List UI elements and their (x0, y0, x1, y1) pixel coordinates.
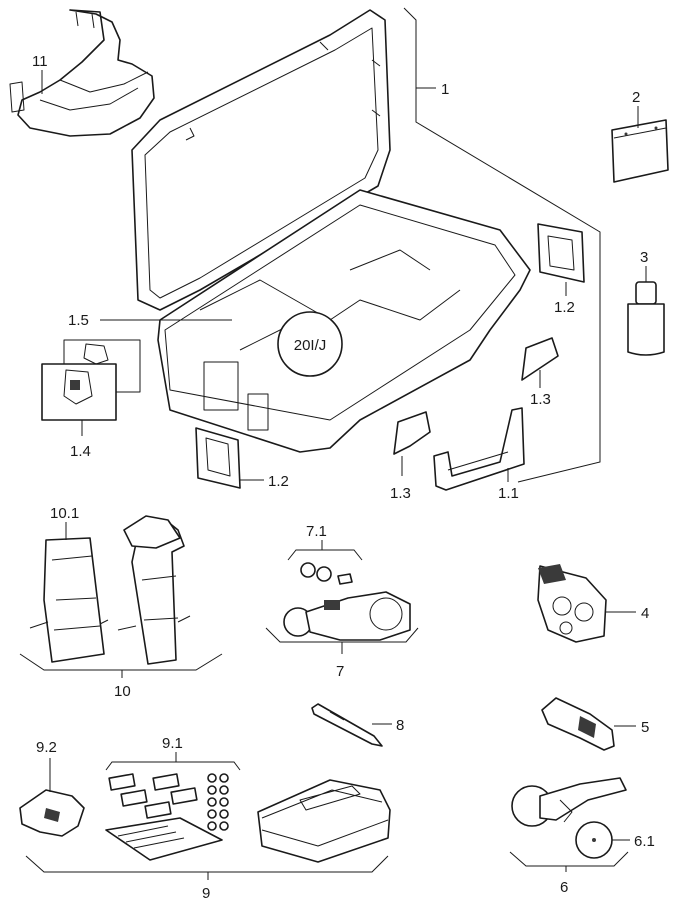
part-1-2-side-plate-lower (195, 427, 241, 489)
label-4: 4 (641, 605, 649, 622)
part-9-1-insert-set (105, 773, 229, 861)
part-1-4-latches (41, 339, 141, 421)
part-10-bags (29, 515, 191, 665)
label-10-1: 10.1 (50, 505, 79, 522)
part-1-3-hinge-right (521, 337, 559, 381)
part-8-marker-pen (311, 703, 383, 747)
label-1-2-upper: 1.2 (554, 299, 575, 316)
label-11: 11 (32, 53, 48, 70)
label-7: 7 (336, 663, 344, 680)
label-5: 5 (641, 719, 649, 736)
part-4-press-jaw (537, 564, 607, 643)
label-1-2-lower: 1.2 (268, 473, 289, 490)
part-1-3-hinge-left (393, 411, 431, 455)
part-11-carrying-strap (9, 9, 155, 137)
part-9-storage-box (257, 779, 391, 863)
label-1-3-right: 1.3 (530, 391, 551, 408)
label-8: 8 (396, 717, 404, 734)
part-7-pipe-cutter (283, 562, 411, 641)
label-7-1: 7.1 (306, 523, 327, 540)
label-9-2: 9.2 (36, 739, 57, 756)
label-1: 1 (441, 81, 449, 98)
part-2-label-card (611, 119, 669, 183)
part-6-pipe-shears (511, 777, 627, 827)
case-badge: 20I/J (294, 337, 327, 354)
part-6-1-blade (575, 821, 613, 859)
part-1-case: 20I/J (131, 9, 531, 453)
part-9-2-jaw-insert (19, 789, 85, 837)
label-6: 6 (560, 879, 568, 896)
label-1-3-left: 1.3 (390, 485, 411, 502)
label-9-1: 9.1 (162, 735, 183, 752)
label-1-1: 1.1 (498, 485, 519, 502)
label-9: 9 (202, 885, 210, 900)
label-3: 3 (640, 249, 648, 266)
label-1-4: 1.4 (70, 443, 91, 460)
part-1-2-side-plate-upper (537, 223, 585, 283)
part-3-oil-bottle (627, 281, 665, 356)
part-5-deburring-tool (541, 697, 615, 751)
label-6-1: 6.1 (634, 833, 655, 850)
label-1-5: 1.5 (68, 312, 89, 329)
part-1-1-handle (433, 407, 525, 491)
label-10: 10 (114, 683, 131, 700)
label-2: 2 (632, 89, 640, 106)
